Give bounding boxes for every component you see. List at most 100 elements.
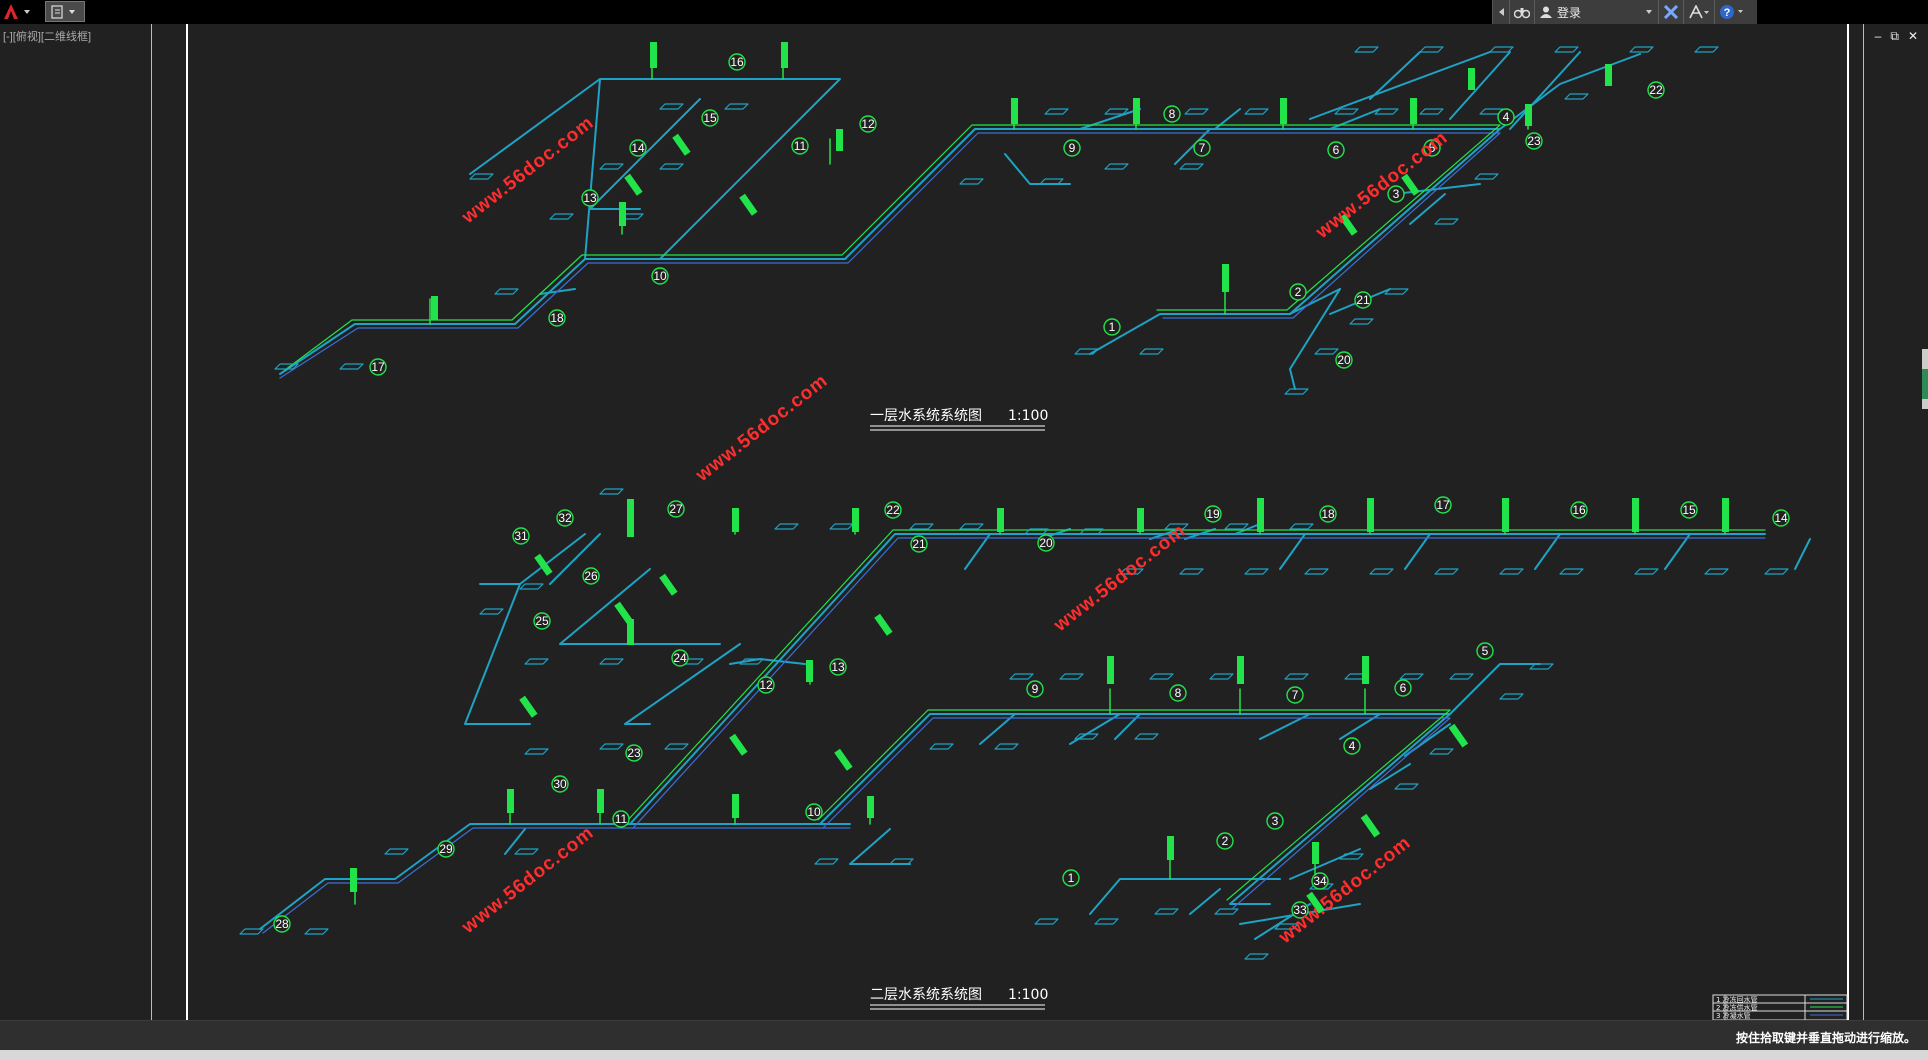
chevron-down-icon <box>24 10 30 14</box>
pipe-label-number: 4 <box>1349 739 1356 753</box>
binoculars-button[interactable] <box>1510 0 1535 24</box>
user-icon <box>1540 6 1552 18</box>
pipe-label-number: 20 <box>1337 353 1351 367</box>
pipe-label-circle <box>512 527 530 545</box>
pipe-label-number: 5 <box>1429 141 1436 155</box>
pipe-label-circle <box>1266 812 1284 830</box>
pipe-label-number: 2 <box>1222 834 1229 848</box>
svg-text:二层水系统系统图: 二层水系统系统图 <box>870 987 982 1003</box>
chevron-left-icon <box>1499 8 1504 16</box>
quick-access-toolbar[interactable] <box>45 1 85 22</box>
pipe-label-circle <box>1169 684 1187 702</box>
pipe-label-number: 12 <box>759 678 773 692</box>
pipe-label-circle <box>701 109 719 127</box>
pipe-label-number: 31 <box>514 529 528 543</box>
window-bottom-edge <box>0 1050 1928 1060</box>
pipe-label-circle <box>791 137 809 155</box>
frame-line-right-outer <box>1863 24 1864 1020</box>
pipe-label-circle <box>1387 185 1405 203</box>
pipe-label-circle <box>625 744 643 762</box>
pipe-label-circle <box>1163 105 1181 123</box>
pipe-label-number: 30 <box>553 777 567 791</box>
autodesk-app-button[interactable] <box>1684 0 1715 24</box>
pipe-label-number: 21 <box>912 537 926 551</box>
viewport-controls-label[interactable]: [-][俯视][二维线框] <box>3 31 91 43</box>
pipe-label-number: 3 <box>1393 187 1400 201</box>
floor1-title: 一层水系统系统图 1:100 <box>870 408 1048 431</box>
pipe-label-circle <box>582 567 600 585</box>
pipe-label-circle <box>1423 139 1441 157</box>
pipe-label-number: 27 <box>669 502 683 516</box>
watermark-text: www.56doc.com <box>1274 832 1415 948</box>
pipe-label-number: 13 <box>831 660 845 674</box>
autodesk-a-icon <box>1689 5 1709 19</box>
svg-text:1 冷冻回水管: 1 冷冻回水管 <box>1716 995 1758 1004</box>
pipe-label-circle <box>829 658 847 676</box>
svg-text:2 冷冻供水管: 2 冷冻供水管 <box>1716 1003 1758 1012</box>
pipe-label-circle <box>533 612 551 630</box>
sign-in-button[interactable]: 登录 <box>1535 0 1659 24</box>
exchange-button[interactable] <box>1659 0 1684 24</box>
pipe-label-number: 8 <box>1169 107 1176 121</box>
pipe-label-number: 32 <box>558 511 572 525</box>
restore-icon[interactable]: ⧉ <box>1890 29 1899 43</box>
hvac-water-system-drawing: 一层水系统系统图 1:100 二层水系统系统图 1:100 1234567891… <box>239 42 1848 1020</box>
pipe-label-number: 7 <box>1292 688 1299 702</box>
pipe-label-number: 21 <box>1356 293 1370 307</box>
pipe-label-number: 1 <box>1109 320 1116 334</box>
sign-in-label: 登录 <box>1557 5 1582 20</box>
pipe-label-circle <box>1204 505 1222 523</box>
pipe-label-number: 26 <box>584 569 598 583</box>
pipe-label-number: 5 <box>1482 644 1489 658</box>
pipe-label-number: 2 <box>1295 285 1302 299</box>
pipe-label-circle <box>1289 283 1307 301</box>
close-icon[interactable]: ✕ <box>1907 29 1918 43</box>
pipe-label-circle <box>1525 132 1543 150</box>
pipe-label-number: 20 <box>1039 536 1053 550</box>
pipe-label-number: 16 <box>1572 503 1586 517</box>
pipe-label-circle <box>1343 737 1361 755</box>
pipe-label-circle <box>651 267 669 285</box>
help-button[interactable]: ? <box>1715 0 1751 24</box>
pipe-label-number: 14 <box>1774 511 1788 525</box>
pipe-label-circle <box>1286 686 1304 704</box>
pipe-label-number: 11 <box>794 139 807 153</box>
minimize-icon[interactable]: – <box>1874 29 1882 43</box>
pipe-label-number: 34 <box>1313 874 1327 888</box>
pipe-label-number: 10 <box>653 269 667 283</box>
pipe-label-circle <box>1476 642 1494 660</box>
navigation-bar-indicator[interactable] <box>1922 369 1928 399</box>
frame-line-outer <box>151 24 152 1020</box>
floor1-piping <box>279 47 1641 390</box>
pipe-label-number: 13 <box>583 191 597 205</box>
pipe-label-circle <box>884 501 902 519</box>
pipe-label-number: 7 <box>1199 141 1206 155</box>
pipe-label-number: 10 <box>807 805 821 819</box>
pipe-label-circle <box>581 189 599 207</box>
drawing-viewport[interactable]: [-][俯视][二维线框] – ⧉ ✕ <box>0 24 1928 1020</box>
pipe-label-circle <box>1291 901 1309 919</box>
window-controls: – ⧉ ✕ <box>1875 29 1918 44</box>
frame-line-left <box>186 24 188 1020</box>
pipe-label-number: 19 <box>1206 507 1220 521</box>
collapse-arrow-button[interactable] <box>1493 0 1510 24</box>
pipe-label-number: 17 <box>371 360 385 374</box>
pipe-label-number: 29 <box>439 842 453 856</box>
pipe-label-circle <box>805 803 823 821</box>
pipe-label-number: 16 <box>730 55 744 69</box>
pipe-label-circle <box>1103 318 1121 336</box>
workspace-icon <box>51 4 75 19</box>
pipe-label-number: 28 <box>275 917 289 931</box>
pipe-label-circle <box>556 509 574 527</box>
pipe-label-number: 33 <box>1293 903 1307 917</box>
pipe-label-circle <box>1062 869 1080 887</box>
pipe-label-number: 23 <box>627 746 641 760</box>
status-bar: 按住拾取键并垂直拖动进行缩放。 <box>0 1020 1928 1051</box>
pipe-label-number: 11 <box>615 812 628 826</box>
pipe-label-circle <box>1354 291 1372 309</box>
pipe-label-number: 17 <box>1436 498 1450 512</box>
pipe-label-circle <box>1434 496 1452 514</box>
application-menu-button[interactable] <box>0 0 42 24</box>
pipe-label-circle <box>1063 139 1081 157</box>
